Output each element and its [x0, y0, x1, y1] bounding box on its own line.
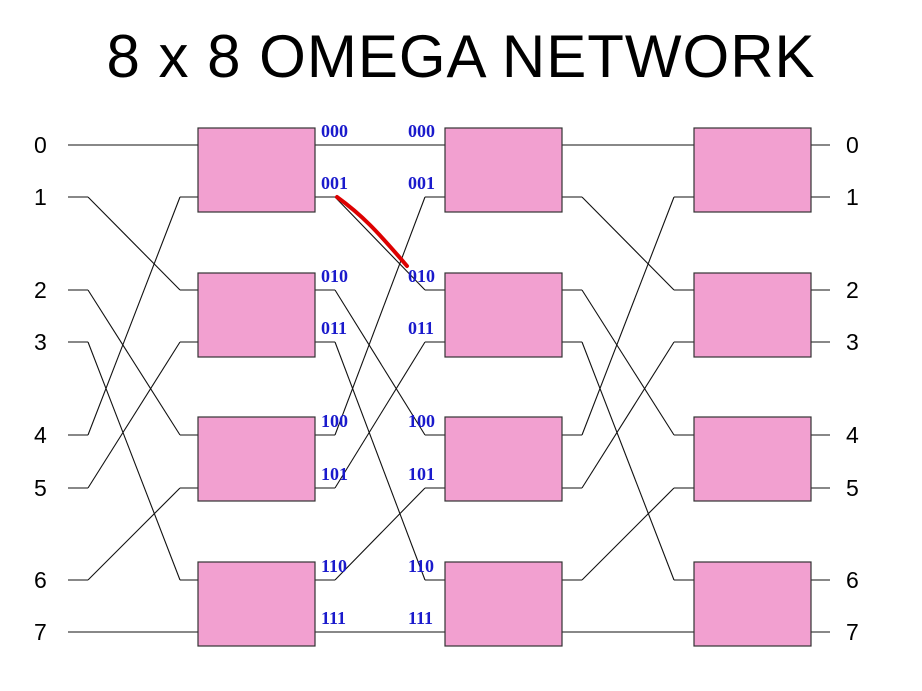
highlighted-route — [335, 195, 409, 268]
shuffle-wire-s1-6 — [334, 487, 426, 581]
input-port-label-5: 5 — [34, 475, 47, 501]
switch-s1-b0 — [197, 127, 316, 213]
shuffle-wire-s2-3 — [581, 341, 675, 581]
stage1-output-label-3: 011 — [321, 318, 347, 338]
output-port-label-1: 1 — [846, 184, 859, 210]
switch-s1-b2 — [197, 416, 316, 502]
shuffle-wire-in-5 — [87, 341, 181, 489]
stage1-output-label-4: 100 — [321, 411, 348, 431]
interconnect-wires — [68, 144, 830, 633]
shuffle-wire-s1-1 — [334, 196, 426, 291]
shuffle-wire-in-3 — [87, 341, 181, 581]
switch-s1-b3 — [197, 561, 316, 647]
input-port-label-0: 0 — [34, 132, 47, 158]
switch-s3-b2 — [693, 416, 812, 502]
shuffle-wire-s1-5 — [334, 341, 426, 489]
switch-s2-b1 — [444, 272, 563, 358]
shuffle-wire-in-1 — [87, 196, 181, 291]
shuffle-wire-s2-6 — [581, 487, 675, 581]
output-port-label-5: 5 — [846, 475, 859, 501]
shuffle-wire-s2-4 — [581, 196, 675, 436]
stage2-input-label-5: 101 — [408, 464, 435, 484]
input-port-label-6: 6 — [34, 567, 47, 593]
shuffle-wire-s1-2 — [334, 289, 426, 436]
output-port-label-7: 7 — [846, 619, 859, 645]
stage2-input-label-7: 111 — [408, 608, 433, 628]
switch-s2-b0 — [444, 127, 563, 213]
output-port-label-6: 6 — [846, 567, 859, 593]
switch-s3-b0 — [693, 127, 812, 213]
shuffle-wire-s2-1 — [581, 196, 675, 291]
diagram-title: 8 x 8 OMEGA NETWORK — [106, 23, 816, 90]
stage1-output-label-5: 101 — [321, 464, 348, 484]
stage2-input-label-4: 100 — [408, 411, 435, 431]
switch-s1-b1 — [197, 272, 316, 358]
switch-s3-b3 — [693, 561, 812, 647]
stage2-input-label-0: 000 — [408, 121, 435, 141]
stage1-output-label-0: 000 — [321, 121, 348, 141]
input-port-label-3: 3 — [34, 329, 47, 355]
stage2-input-label-3: 011 — [408, 318, 434, 338]
shuffle-wire-in-6 — [87, 487, 181, 581]
switch-s3-b1 — [693, 272, 812, 358]
shuffle-wire-s2-2 — [581, 289, 675, 436]
input-port-label-2: 2 — [34, 277, 47, 303]
stage1-output-label-2: 010 — [321, 266, 348, 286]
shuffle-wire-s1-3 — [334, 341, 426, 581]
input-port-label-7: 7 — [34, 619, 47, 645]
shuffle-wire-in-4 — [87, 196, 181, 436]
stage2-input-label-6: 110 — [408, 556, 434, 576]
input-port-label-4: 4 — [34, 422, 47, 448]
stage1-output-label-1: 001 — [321, 173, 348, 193]
output-port-label-0: 0 — [846, 132, 859, 158]
switch-s2-b3 — [444, 561, 563, 647]
line-labels: 0 1 2 3 4 5 6 7 0 1 2 3 4 5 6 7 000 001 010 011 100 101 110 111… — [34, 121, 859, 645]
output-port-label-3: 3 — [846, 329, 859, 355]
highlighted-path-stroke — [335, 195, 409, 268]
shuffle-wire-in-2 — [87, 289, 181, 436]
switch-boxes — [197, 127, 812, 647]
switch-s2-b2 — [444, 416, 563, 502]
shuffle-wire-s2-5 — [581, 341, 675, 489]
output-port-label-2: 2 — [846, 277, 859, 303]
output-port-label-4: 4 — [846, 422, 859, 448]
stage2-input-label-2: 010 — [408, 266, 435, 286]
stage1-output-label-6: 110 — [321, 556, 347, 576]
stage1-output-label-7: 111 — [321, 608, 346, 628]
shuffle-wire-s1-4 — [334, 196, 426, 436]
input-port-label-1: 1 — [34, 184, 47, 210]
stage2-input-label-1: 001 — [408, 173, 435, 193]
